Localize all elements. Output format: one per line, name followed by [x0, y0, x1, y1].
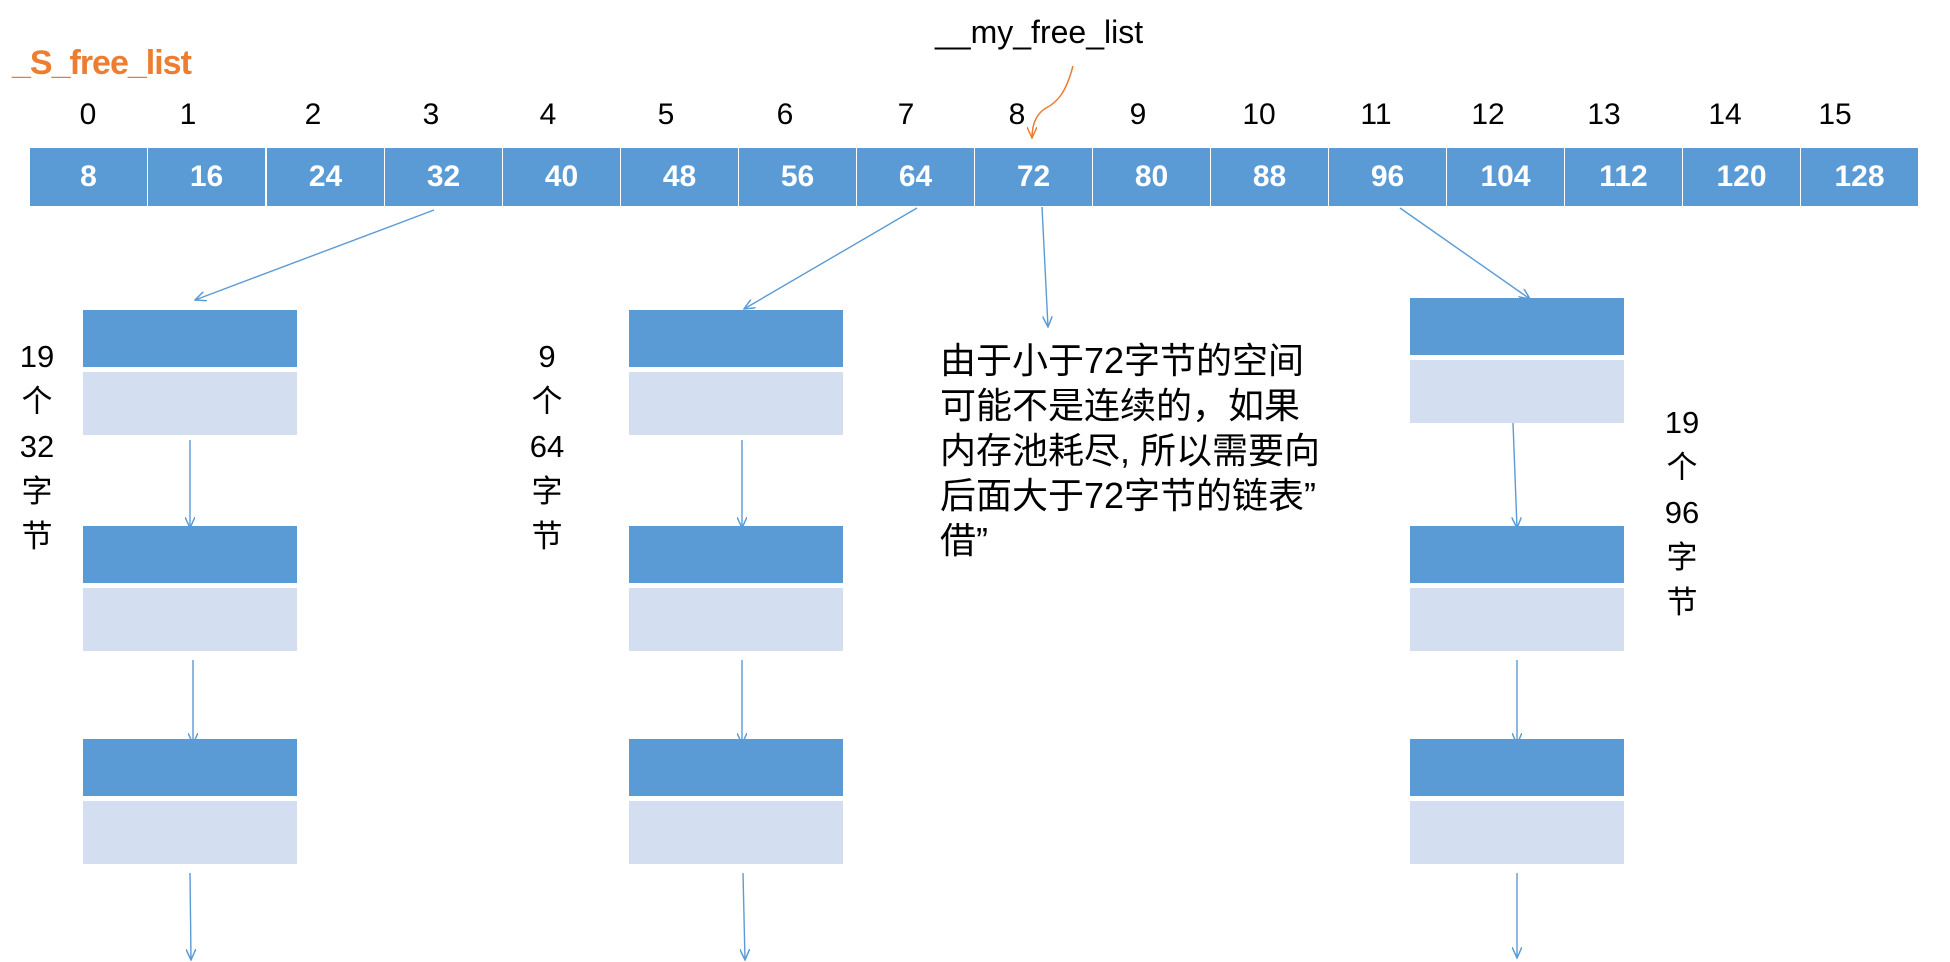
- index-label: 3: [422, 98, 440, 131]
- node-body: [83, 372, 297, 435]
- index-label: 12: [1471, 98, 1505, 131]
- arrow-down-icon: [1513, 422, 1517, 528]
- index-label: 4: [539, 98, 557, 131]
- borrow-note: 由于小于72字节的空间 可能不是连续的，如果 内存池耗尽, 所以需要向 后面大于…: [940, 338, 1360, 563]
- arrow-down-icon: [1041, 206, 1048, 327]
- arrow-down-icon: [1399, 207, 1530, 299]
- free-list-title: _S_free_list: [12, 44, 192, 82]
- array-cell: 72: [975, 148, 1092, 206]
- node-header: [1410, 298, 1624, 355]
- label-line: 19: [19, 339, 55, 374]
- label-line: 32: [19, 429, 55, 464]
- note-line: 内存池耗尽, 所以需要向: [940, 430, 1321, 471]
- node-body: [1410, 360, 1624, 423]
- node-body: [83, 801, 297, 864]
- index-label: 7: [897, 98, 915, 131]
- node-header: [1410, 526, 1624, 583]
- array-cell: 88: [1211, 148, 1328, 206]
- label-line: 64: [529, 429, 565, 464]
- array-cell: 40: [503, 148, 620, 206]
- node-body: [629, 588, 843, 651]
- array-cell: 96: [1329, 148, 1446, 206]
- chain-count-label: 19 个 32 字 节: [7, 334, 67, 559]
- label-line: 节: [531, 519, 563, 554]
- label-line: 19: [1664, 405, 1700, 440]
- index-label: 9: [1129, 98, 1147, 131]
- node-body: [1410, 588, 1624, 651]
- curved-pointer-arrow-icon: [1032, 65, 1074, 138]
- note-line: 由于小于72字节的空间: [940, 340, 1305, 381]
- index-label: 8: [1008, 98, 1026, 131]
- array-cell: 24: [267, 148, 384, 206]
- array-cell: 16: [148, 148, 265, 206]
- note-line: 后面大于72字节的链表”: [940, 475, 1317, 516]
- array-cell: 104: [1447, 148, 1564, 206]
- index-label: 15: [1818, 98, 1852, 131]
- arrow-down-icon: [190, 872, 191, 960]
- index-label: 10: [1242, 98, 1276, 131]
- index-label: 11: [1360, 98, 1392, 131]
- label-line: 个: [1666, 450, 1698, 485]
- label-line: 个: [21, 384, 53, 419]
- index-label: 5: [657, 98, 675, 131]
- my-free-list-label: __my_free_list: [935, 14, 1144, 50]
- array-cell: 48: [621, 148, 738, 206]
- label-line: 字: [1666, 540, 1698, 575]
- array-cell: 8: [30, 148, 147, 206]
- chain-count-label: 9 个 64 字 节: [517, 334, 577, 559]
- node-header: [629, 310, 843, 367]
- arrow-down-icon: [195, 209, 435, 300]
- index-label: 2: [304, 98, 322, 131]
- index-label: 13: [1587, 98, 1621, 131]
- label-line: 字: [21, 474, 53, 509]
- note-line: 可能不是连续的，如果: [940, 385, 1301, 426]
- chain-count-label: 19 个 96 字 节: [1652, 400, 1712, 625]
- index-label: 1: [179, 98, 197, 131]
- label-line: 9: [538, 339, 556, 374]
- label-line: 个: [531, 384, 563, 419]
- node-body: [629, 372, 843, 435]
- array-cell: 112: [1565, 148, 1682, 206]
- array-cell: 32: [385, 148, 502, 206]
- node-header: [83, 739, 297, 796]
- array-cell: 120: [1683, 148, 1800, 206]
- arrow-down-icon: [743, 872, 745, 960]
- node-header: [629, 739, 843, 796]
- label-line: 字: [531, 474, 563, 509]
- node-body: [1410, 801, 1624, 864]
- node-header: [629, 526, 843, 583]
- label-line: 节: [21, 519, 53, 554]
- array-cell: 64: [857, 148, 974, 206]
- node-body: [629, 801, 843, 864]
- label-line: 96: [1664, 495, 1700, 530]
- node-header: [83, 526, 297, 583]
- array-cell: 80: [1093, 148, 1210, 206]
- array-cell: 56: [739, 148, 856, 206]
- index-label: 6: [776, 98, 794, 131]
- node-header: [83, 310, 297, 367]
- index-label: 14: [1708, 98, 1742, 131]
- node-body: [83, 588, 297, 651]
- label-line: 节: [1666, 585, 1698, 620]
- index-label: 0: [79, 98, 97, 131]
- note-line: 借”: [940, 520, 988, 561]
- array-cell: 128: [1801, 148, 1918, 206]
- node-header: [1410, 739, 1624, 796]
- arrow-down-icon: [744, 207, 918, 309]
